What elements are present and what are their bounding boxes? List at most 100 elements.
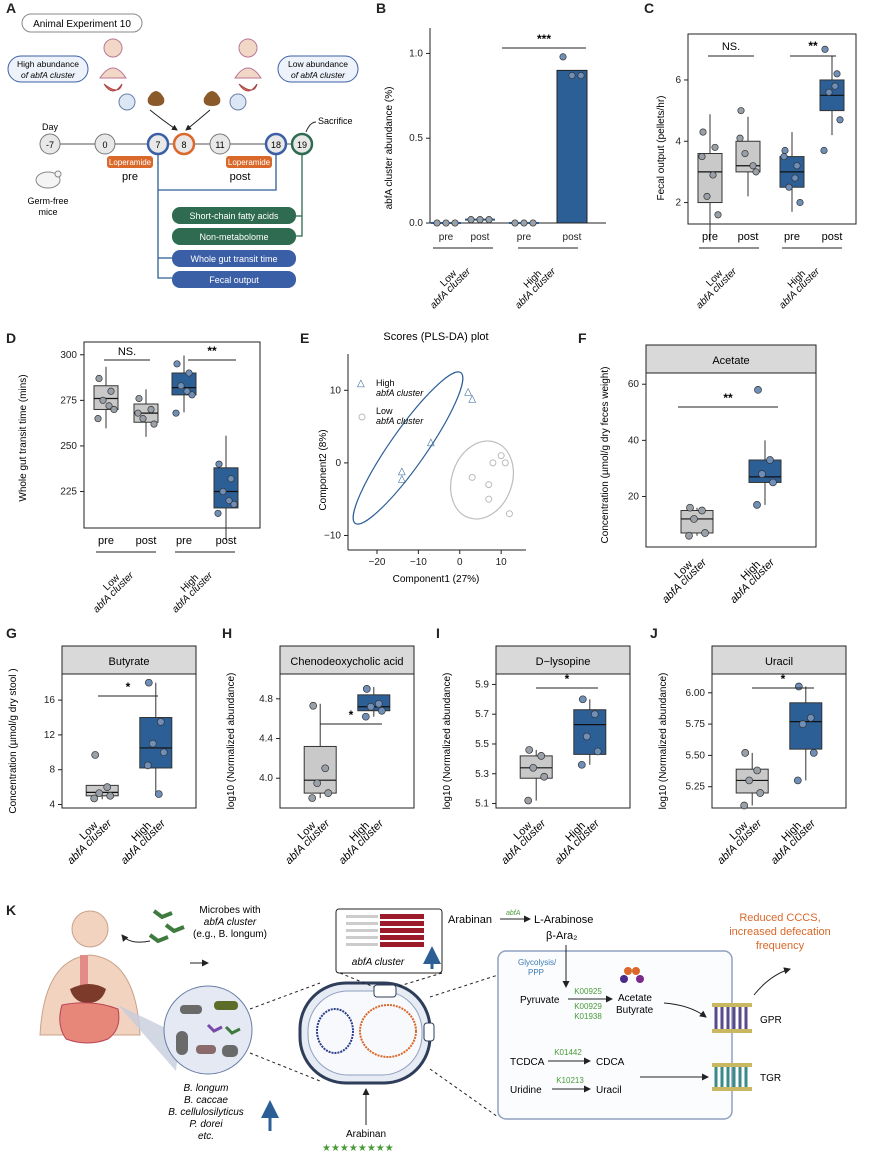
box-point	[769, 478, 777, 487]
panel-d-ns: NS.	[118, 346, 136, 358]
box-point	[685, 531, 693, 540]
box-point	[740, 801, 749, 810]
panel-j-ytick-label: 5.50	[686, 750, 706, 761]
zoom-cone	[118, 1005, 180, 1071]
panel-e-chart: Scores (PLS-DA) plot Component2 (8%) Com…	[318, 331, 526, 585]
box-body	[697, 153, 723, 204]
dashed-connector	[339, 972, 375, 988]
box-point	[741, 149, 749, 158]
panel-j-frame	[711, 673, 847, 809]
panel-d-sig: **	[207, 344, 217, 358]
panel-f-header-box	[645, 344, 817, 374]
box-point	[362, 685, 371, 693]
tcdca-label: TCDCA	[510, 1057, 545, 1068]
sacrifice-label: Sacrifice	[318, 116, 353, 126]
panel-j-header-box	[711, 645, 847, 675]
panel-e-xtick-label: −20	[368, 557, 385, 568]
box-point	[183, 387, 191, 395]
panel-f-sig: **	[723, 391, 733, 405]
panel-f-ytick-label: 40	[628, 435, 640, 446]
panel-h-header-box	[279, 645, 415, 675]
high-donor-label-2: of abfA cluster	[21, 70, 76, 80]
box-point	[699, 128, 707, 136]
box-point	[105, 402, 113, 410]
dashed-connector	[249, 1052, 321, 1082]
box-point	[820, 146, 828, 155]
panel-e-high-point: △	[468, 394, 476, 405]
box-point	[540, 772, 549, 781]
panel-label-a: A	[6, 0, 17, 16]
panel-e-xtick-label: 10	[496, 557, 508, 568]
arabinan-top-label: Arabinan	[448, 914, 492, 926]
panel-g-ytick-label: 4	[49, 800, 55, 811]
panel-d-ytick-label: 250	[60, 441, 77, 452]
box-point	[156, 718, 165, 726]
panel-g-sig: *	[126, 680, 131, 694]
panel-e-low-point	[489, 459, 497, 467]
acetate-label: Acetate	[618, 993, 652, 1004]
panel-b-xtick-label: pre	[517, 232, 532, 243]
sacrifice-pointer	[305, 121, 317, 133]
panel-b-point	[559, 53, 567, 61]
box-point	[791, 174, 799, 182]
box-point	[781, 146, 789, 155]
box-point	[698, 153, 706, 161]
panel-e-title: Scores (PLS-DA) plot	[383, 331, 488, 343]
gene-cluster-icon	[346, 914, 424, 947]
box-point	[214, 509, 222, 517]
box-point	[106, 791, 115, 800]
panel-e-low-point	[485, 495, 493, 503]
box-point	[90, 794, 99, 803]
glycolysis-label-2: PPP	[528, 968, 544, 977]
membrane-pore-icon	[423, 1022, 435, 1042]
box-point	[758, 470, 766, 478]
box-point	[374, 699, 383, 708]
panel-label-k: K	[6, 902, 17, 918]
box-point	[103, 783, 112, 791]
panel-b-xtick-label: pre	[439, 232, 454, 243]
box-point	[798, 720, 807, 728]
panel-d-ylabel: Whole gut transit time (mins)	[18, 374, 29, 501]
box-point	[711, 143, 719, 151]
box-point	[793, 776, 802, 785]
tgr-label: TGR	[760, 1073, 781, 1084]
panel-e-xlabel: Component1 (27%)	[393, 574, 480, 585]
panel-e-low-point	[468, 473, 476, 481]
box-point	[736, 134, 744, 142]
panel-j-header: Uracil	[765, 656, 793, 668]
panel-b-ytick-label: 1.0	[409, 48, 423, 59]
panel-a-diagram: Animal Experiment 10 High abundance of a…	[7, 13, 359, 288]
panel-label-d: D	[6, 330, 17, 346]
panel-c-ylabel: Fecal output (pellets/hr)	[656, 95, 667, 200]
donor-figure-right-icon	[234, 38, 262, 92]
connector-day19	[294, 154, 303, 237]
box-body	[748, 459, 782, 483]
panel-j-ytick-label: 6.00	[686, 688, 706, 699]
box-point	[590, 710, 599, 719]
box-point	[701, 529, 709, 537]
microbes-label-1: Microbes with	[199, 905, 260, 916]
kegg-k2: K00929	[574, 1002, 602, 1011]
box-point	[215, 460, 223, 468]
box-point	[780, 153, 788, 161]
box-point	[144, 678, 153, 687]
pyruvate-label: Pyruvate	[520, 995, 560, 1006]
panel-e-high-point: △	[427, 437, 435, 448]
panel-e-low-ellipse	[450, 440, 514, 520]
loperamide-badge-1	[107, 156, 153, 168]
chromosome-icon	[359, 1004, 417, 1058]
box-point	[134, 409, 142, 417]
panel-h-header: Chenodeoxycholic acid	[290, 656, 403, 668]
low-donor-label-1: Low abundance	[288, 59, 348, 69]
panel-e-xtick-label: 0	[457, 557, 463, 568]
box-point	[172, 409, 180, 417]
panel-g-frame	[61, 673, 197, 809]
panel-e-high-point: △	[464, 386, 472, 397]
panel-d-xtick-label: post	[216, 535, 237, 547]
panel-label-f: F	[578, 330, 587, 346]
gpr-receptor-icon	[712, 1003, 752, 1033]
box-point	[537, 752, 546, 760]
germ-free-mouse-icon	[35, 170, 62, 189]
day-node-label: -7	[46, 140, 54, 150]
panel-f-header: Acetate	[712, 355, 749, 367]
